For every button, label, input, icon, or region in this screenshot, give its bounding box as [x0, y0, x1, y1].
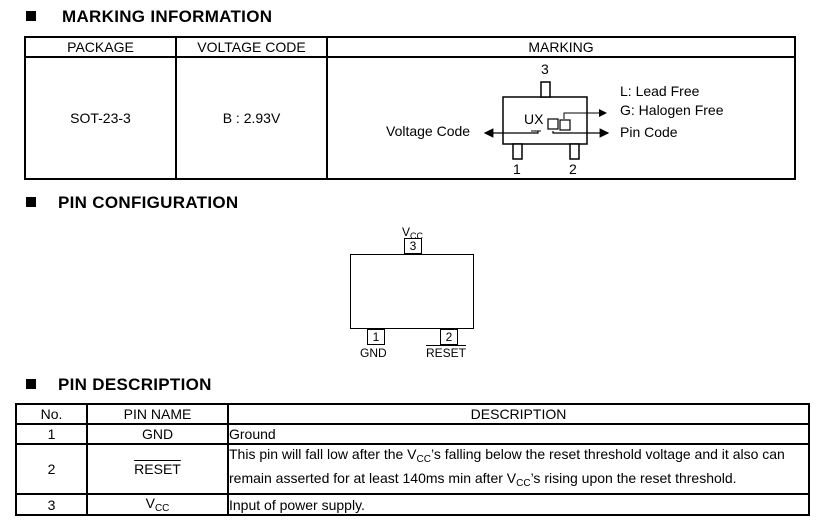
pin-name: VCC: [86, 493, 229, 516]
pin-code-arrow: [552, 128, 610, 138]
pin3-label-main: V: [402, 225, 411, 239]
pin-no: 2: [15, 443, 88, 495]
package-body: [502, 96, 588, 145]
pin3-label-sub: CC: [410, 231, 424, 241]
pin-description-table: No. PIN NAME DESCRIPTION 1 GND Ground 2 …: [15, 403, 810, 516]
pin1-label: GND: [360, 346, 387, 360]
marking-section-title: MARKING INFORMATION: [26, 7, 272, 27]
voltage-code-label: Voltage Code: [386, 123, 471, 139]
voltage-code-value: B : 2.93V: [175, 56, 328, 180]
pin-description: This pin will fall low after the VCC’s f…: [227, 443, 810, 495]
header-voltage-code: VOLTAGE CODE: [175, 36, 328, 58]
pin-no: 3: [15, 493, 88, 516]
voltage-code-arrow: [483, 128, 539, 138]
pin2-lead: [569, 143, 580, 160]
table-row: 3 VCC Input of power supply.: [15, 493, 810, 516]
header-package: PACKAGE: [24, 36, 177, 58]
pin2-label: RESET: [426, 346, 467, 360]
desc-sub: CC: [416, 454, 431, 465]
marking-table: PACKAGE VOLTAGE CODE MARKING SOT-23-3 B …: [24, 36, 796, 180]
bullet-icon: [26, 379, 36, 389]
mark-text: UX: [524, 111, 544, 127]
desc-part: ’s rising upon the reset threshold.: [530, 470, 737, 486]
pin-config-title-text: PIN CONFIGURATION: [58, 193, 239, 212]
header-no: No.: [15, 403, 88, 425]
pin3-lead: [540, 81, 551, 98]
desc-part: This pin will fall low after the V: [229, 446, 417, 462]
package-outline: [350, 254, 474, 329]
header-pin-name: PIN NAME: [86, 403, 229, 425]
pin-name-sub: CC: [154, 503, 170, 514]
pin-desc-section-title: PIN DESCRIPTION: [26, 375, 212, 395]
package-value: SOT-23-3: [24, 56, 177, 180]
bullet-icon: [26, 197, 36, 207]
pin-no: 1: [15, 423, 88, 445]
header-description: DESCRIPTION: [227, 403, 810, 425]
pin-code-box: [547, 118, 559, 130]
desc-sub: CC: [516, 478, 531, 489]
pin-name: GND: [86, 423, 229, 445]
lead-free-box: [559, 119, 571, 131]
pin-description: Input of power supply.: [227, 493, 810, 516]
header-marking: MARKING: [326, 36, 796, 58]
marking-pin2-num: 2: [569, 161, 577, 177]
marking-pin3-num: 3: [541, 61, 549, 77]
table-row: 1 GND Ground: [15, 423, 810, 445]
marking-title-text: MARKING INFORMATION: [62, 7, 273, 26]
desc-part: ’s falling below the reset threshold vol…: [229, 446, 785, 486]
marking-diagram-cell: 3 1 2 UX L: Lead Free G: Halogen Free Pi…: [326, 56, 796, 180]
bullet-icon: [26, 11, 36, 21]
lead-free-label: L: Lead Free: [620, 83, 700, 99]
pin-config-section-title: PIN CONFIGURATION: [26, 193, 238, 213]
pin1-lead: [512, 143, 523, 160]
pin-description: Ground: [227, 423, 810, 445]
table-row: 2 RESET This pin will fall low after the…: [15, 443, 810, 495]
pin2-box: 2: [440, 329, 458, 345]
pin-name-text: RESET: [134, 461, 181, 477]
pin-code-label: Pin Code: [620, 124, 678, 140]
pin3-label: VCC: [402, 225, 423, 241]
halogen-free-label: G: Halogen Free: [620, 102, 724, 118]
pin-desc-title-text: PIN DESCRIPTION: [58, 375, 212, 394]
marking-diagram: [483, 81, 610, 160]
pin-name-main: V: [145, 495, 155, 511]
pin-name: RESET: [86, 443, 229, 495]
pin1-box: 1: [367, 329, 385, 345]
pin-config-diagram: 3 VCC 1 GND 2 RESET: [340, 222, 490, 367]
halogen-arrow: [563, 109, 607, 119]
pin3-box: 3: [404, 238, 422, 254]
marking-pin1-num: 1: [513, 161, 521, 177]
